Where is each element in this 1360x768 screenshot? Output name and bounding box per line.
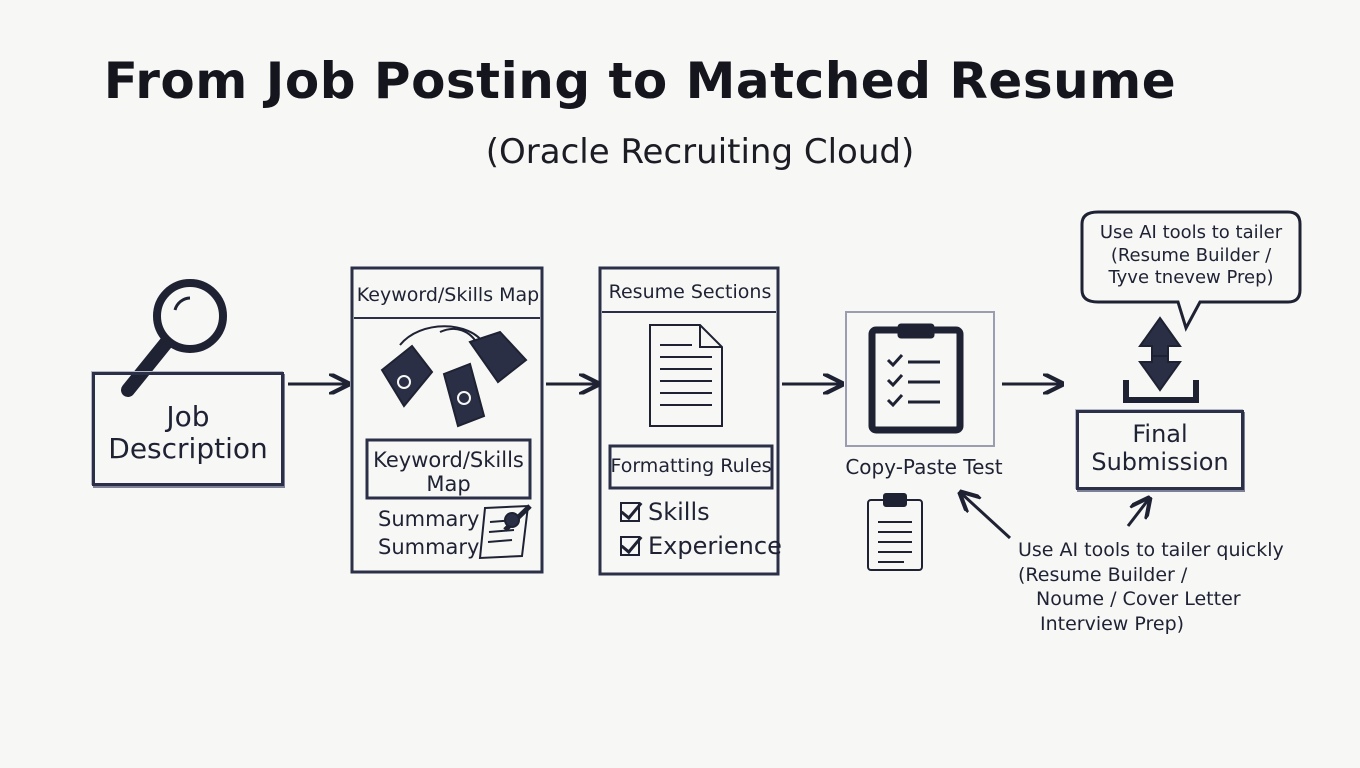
resume-panel-frame	[598, 266, 780, 576]
copy-paste-frame	[845, 311, 995, 447]
bubble-line2: (Resume Builder /	[1110, 244, 1272, 266]
job-label-line1: Job	[166, 400, 210, 433]
keyword-inner-line2: Map	[426, 472, 471, 497]
check-row-skills: Skills	[620, 498, 710, 526]
notepad-icon	[478, 504, 532, 560]
clipboard-icon	[867, 493, 923, 571]
final-line1: Final	[1132, 420, 1188, 448]
note-line3: Noume / Cover Letter	[1036, 588, 1241, 611]
document-icon	[649, 324, 723, 427]
download-arrows-icon	[1123, 316, 1199, 403]
magnifier-icon	[121, 279, 227, 397]
note-line4: Interview Prep)	[1040, 613, 1185, 636]
arrow-note-to-test	[962, 494, 1012, 540]
bubble-line3: Tyve tnevew Prep)	[1108, 267, 1274, 288]
final-submission-label: Final Submission	[1079, 420, 1241, 476]
keyword-inner-label: Keyword/Skills Map	[367, 448, 530, 496]
diagram-subtitle: (Oracle Recruiting Cloud)	[485, 132, 915, 172]
speech-bubble-outline	[1080, 210, 1302, 332]
speech-bubble-text: Use AI tools to tailer (Resume Builder /…	[1084, 222, 1298, 290]
final-line2: Submission	[1091, 447, 1229, 476]
job-description-box: Job Description	[92, 372, 284, 486]
note-line1: Use AI tools to tailer quickly	[1018, 539, 1284, 561]
note-line2: (Resume Builder /	[1018, 563, 1188, 586]
formatting-frame	[608, 444, 774, 490]
keyword-panel-header: Keyword/Skills Map	[356, 284, 540, 306]
keyword-panel-frame	[350, 266, 544, 574]
final-submission-box: Final Submission	[1076, 410, 1244, 490]
summary-label-2: Summary	[378, 535, 480, 559]
summary-label-1: Summary	[378, 507, 480, 531]
job-description-label: Job Description	[95, 400, 281, 466]
clipboard-checklist-icon	[868, 323, 964, 434]
checkbox-icon	[620, 536, 640, 556]
keyword-inner-line1: Keyword/Skills	[373, 448, 524, 472]
resume-panel-header: Resume Sections	[608, 281, 772, 303]
check-skills-label: Skills	[648, 498, 710, 526]
copy-paste-label: Copy-Paste Test	[845, 455, 1003, 479]
tags-icon	[380, 325, 528, 428]
arrow-note-to-final	[1126, 500, 1148, 527]
formatting-rules-label: Formatting Rules	[610, 455, 772, 477]
checkbox-icon	[620, 502, 640, 522]
diagram-title: From Job Posting to Matched Resume	[103, 52, 1177, 110]
bubble-line1: Use AI tools to tailer	[1099, 222, 1283, 243]
keyword-inner-frame	[365, 438, 532, 500]
check-row-experience: Experience	[620, 532, 782, 560]
ai-tools-note: Use AI tools to tailer quickly (Resume B…	[1018, 538, 1338, 637]
job-label-line2: Description	[108, 432, 268, 466]
check-experience-label: Experience	[648, 532, 782, 560]
